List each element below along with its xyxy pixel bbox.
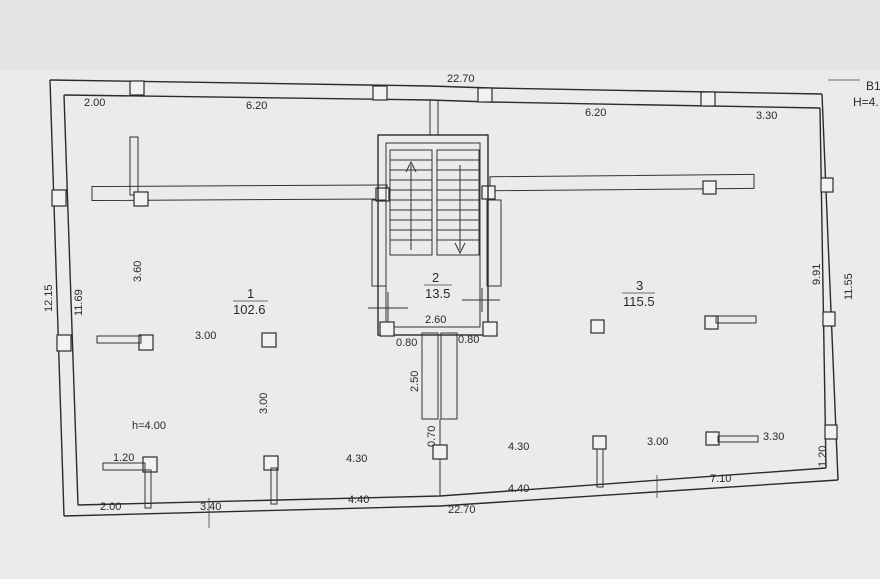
room-1-id: 1 [247, 286, 254, 301]
dim-left-300-h: 3.00 [195, 330, 216, 342]
dim-left-120: 1.20 [113, 452, 134, 464]
stair-down-arrowhead [454, 242, 466, 255]
room-1-area: 102.6 [233, 302, 266, 317]
dim-bottom-200: 2.00 [100, 501, 121, 513]
dim-right-430: 4.30 [508, 441, 529, 453]
dim-right-outer: 11.55 [843, 273, 855, 300]
stair-treads [389, 149, 480, 256]
room-2-label: 2 13.5 [424, 270, 452, 301]
dim-right-inner: 9.91 [811, 264, 823, 285]
dim-top-left-620: 6.20 [246, 100, 267, 112]
dim-bottom-overall: 22.70 [448, 504, 476, 516]
staircase [368, 100, 502, 496]
columns [96, 315, 759, 509]
dim-right-710: 7.10 [710, 473, 731, 485]
dim-stair-260: 2.60 [425, 314, 446, 326]
wall-markers [51, 80, 838, 440]
ceiling-height: h=4.00 [132, 420, 166, 432]
stair-up-arrowhead [405, 160, 417, 173]
corner-code: В1 [866, 79, 880, 93]
dim-stair-070: 0.70 [426, 426, 438, 447]
dim-right-120: 1.20 [817, 446, 829, 467]
dim-left-360: 3.60 [132, 261, 144, 282]
room-2-id: 2 [432, 270, 439, 285]
dim-top-overall: 22.70 [447, 73, 475, 85]
dim-bottom-440-left: 4.40 [348, 494, 369, 506]
room-2-area: 13.5 [425, 286, 450, 301]
dim-right-330-low: 3.30 [763, 431, 784, 443]
dimension-labels: 2.00 6.20 6.20 3.30 3.60 3.00 3.00 h=4.0… [84, 97, 829, 513]
dim-top-right-330: 3.30 [756, 110, 777, 122]
outer-walls [49, 79, 839, 517]
dim-stair-080-left: 0.80 [396, 337, 417, 349]
dim-left-outer: 12.15 [43, 284, 55, 312]
dim-stair-250: 2.50 [409, 371, 421, 392]
room-1-label: 1 102.6 [233, 286, 268, 317]
room-3-label: 3 115.5 [622, 278, 655, 309]
dim-top-right-620: 6.20 [585, 107, 606, 119]
dim-bottom-440-right: 4.40 [508, 483, 529, 495]
paper-shade-top [0, 0, 880, 70]
dim-bottom-340: 3.40 [200, 501, 221, 513]
dimension-ticks [208, 79, 860, 528]
room-3-id: 3 [636, 278, 643, 293]
dim-left-300-v: 3.00 [258, 393, 270, 414]
dim-stair-080-right: 0.80 [458, 334, 479, 346]
dim-left-430: 4.30 [346, 453, 367, 465]
dim-right-300: 3.00 [647, 436, 668, 448]
dim-top-left-200: 2.00 [84, 97, 105, 109]
room-3-area: 115.5 [623, 294, 655, 309]
dim-left-inner: 11.69 [73, 289, 85, 316]
corner-height: Н=4. [853, 95, 879, 109]
